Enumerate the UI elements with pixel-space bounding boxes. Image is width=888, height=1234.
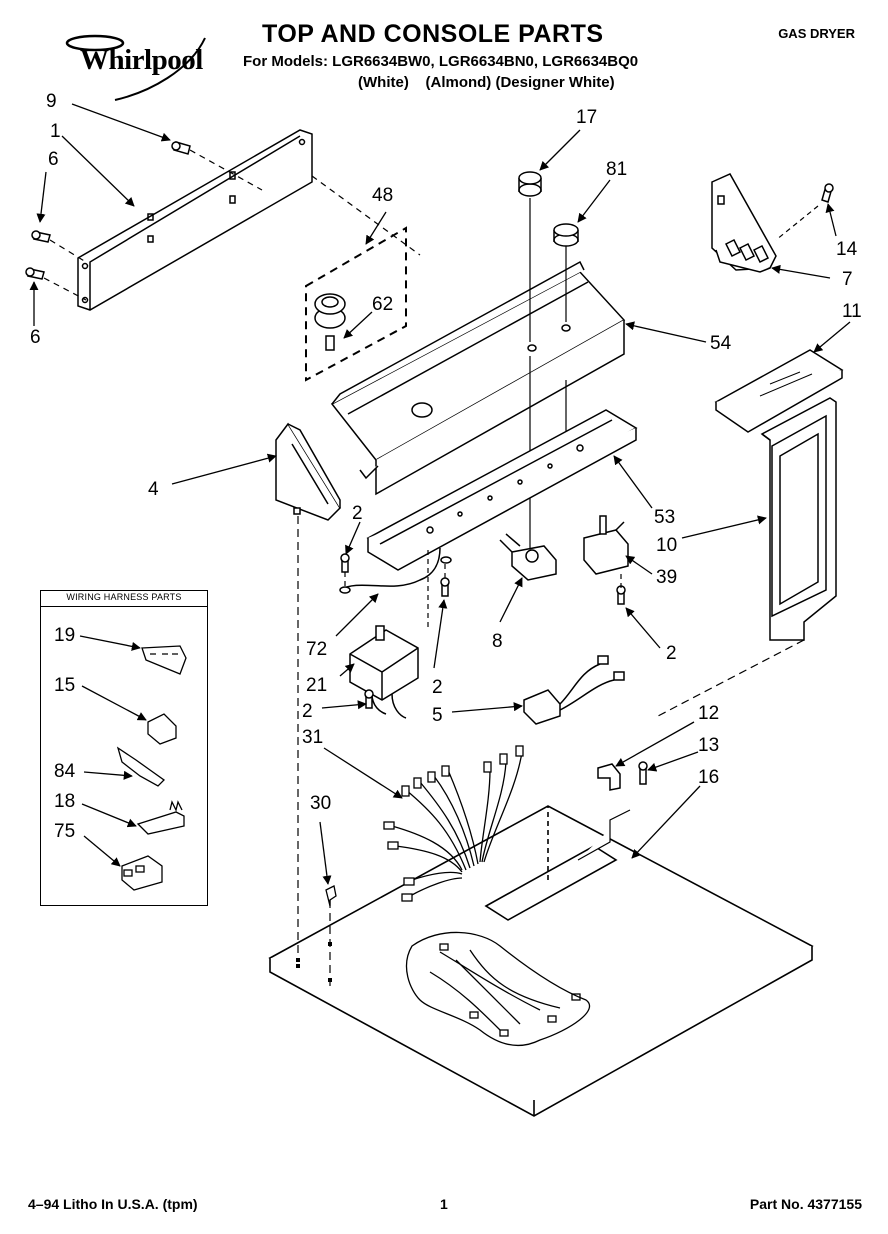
footer-part-number: Part No. 4377155 bbox=[749, 1196, 862, 1212]
part-16-top-panel bbox=[268, 805, 814, 1117]
callout-6: 6 bbox=[48, 149, 59, 170]
callout-14: 14 bbox=[836, 239, 858, 260]
part-1-bracket bbox=[77, 129, 313, 311]
brand-logo: Whirlpool bbox=[80, 44, 203, 76]
part-5-harness bbox=[523, 655, 625, 725]
callout-53: 53 bbox=[654, 507, 676, 528]
part-31-harness bbox=[391, 751, 523, 897]
callout-7: 7 bbox=[842, 269, 853, 290]
part-54-console bbox=[330, 260, 626, 496]
harness-connectors bbox=[383, 745, 524, 902]
callout-31: 31 bbox=[302, 727, 324, 748]
harness-box-icons bbox=[116, 645, 187, 891]
harness-callout-19: 19 bbox=[54, 625, 76, 646]
whirlpool-logo-swoosh bbox=[65, 34, 206, 101]
top-panel-harness bbox=[405, 931, 591, 1047]
wiring-harness-box bbox=[40, 590, 208, 906]
callout-81: 81 bbox=[606, 159, 628, 180]
harness-callout-84: 84 bbox=[54, 761, 76, 782]
part-4-endcap bbox=[275, 422, 341, 521]
callout-4: 4 bbox=[148, 479, 159, 500]
knob-17 bbox=[518, 171, 542, 197]
part-21-timer bbox=[349, 625, 419, 719]
callout-21: 21 bbox=[306, 675, 328, 696]
callout-62: 62 bbox=[372, 294, 394, 315]
callout-17: 17 bbox=[576, 107, 598, 128]
screws-2 bbox=[339, 553, 626, 709]
footer-litho: 4–94 Litho In U.S.A. (tpm) bbox=[28, 1196, 198, 1212]
product-type: GAS DRYER bbox=[778, 26, 855, 41]
screw-13 bbox=[638, 761, 648, 785]
callout-72: 72 bbox=[306, 639, 328, 660]
part-39-switch bbox=[583, 515, 629, 575]
harness-box-leaders bbox=[79, 635, 147, 867]
callout-2-b: 2 bbox=[666, 643, 677, 664]
callout-2-a: 2 bbox=[352, 503, 363, 524]
callout-16: 16 bbox=[698, 767, 720, 788]
harness-callout-15: 15 bbox=[54, 675, 76, 696]
wire-72 bbox=[339, 547, 441, 591]
callout-9: 9 bbox=[46, 91, 57, 112]
wiring-harness-title: WIRING HARNESS PARTS bbox=[66, 592, 182, 602]
callout-10: 10 bbox=[656, 535, 678, 556]
callout-5: 5 bbox=[432, 705, 443, 726]
knob-62 bbox=[314, 293, 346, 351]
model-list: For Models: LGR6634BW0, LGR6634BN0, LGR6… bbox=[243, 53, 639, 70]
callout-2-d: 2 bbox=[302, 701, 313, 722]
alignment-line-14 bbox=[775, 205, 819, 241]
callout-leaders bbox=[29, 103, 851, 885]
knob-81 bbox=[553, 223, 579, 247]
part-12-clip bbox=[597, 763, 621, 791]
part-10-frame bbox=[760, 397, 837, 641]
alignment-lines bbox=[43, 149, 421, 301]
harness-callout-18: 18 bbox=[54, 791, 76, 812]
part-48-box bbox=[305, 226, 407, 382]
dashed-leaders bbox=[297, 516, 805, 986]
callout-12: 12 bbox=[698, 703, 720, 724]
callout-48: 48 bbox=[372, 185, 394, 206]
callout-2-c: 2 bbox=[432, 677, 443, 698]
callout-54: 54 bbox=[710, 333, 732, 354]
color-list: (White) (Almond) (Designer White) bbox=[358, 74, 615, 91]
part-53-channel bbox=[366, 409, 638, 571]
callout-13: 13 bbox=[698, 735, 720, 756]
callout-39: 39 bbox=[656, 567, 678, 588]
part-30-clip bbox=[325, 885, 337, 907]
part-8-switch bbox=[499, 533, 557, 581]
callout-30: 30 bbox=[310, 793, 332, 814]
footer-page-number: 1 bbox=[440, 1196, 448, 1212]
callout-8: 8 bbox=[492, 631, 503, 652]
callout-1: 1 bbox=[50, 121, 61, 142]
part-7-bracket bbox=[711, 173, 777, 273]
screw-14 bbox=[821, 183, 834, 203]
callout-6-lower: 6 bbox=[30, 327, 41, 348]
page-title: TOP AND CONSOLE PARTS bbox=[262, 20, 604, 48]
part-11-cover bbox=[714, 349, 844, 433]
harness-callout-75: 75 bbox=[54, 821, 76, 842]
screw-icons bbox=[25, 141, 191, 280]
callout-11: 11 bbox=[842, 301, 862, 322]
screw-alignment-lines bbox=[344, 550, 622, 630]
wiring-harness-divider bbox=[40, 606, 208, 607]
